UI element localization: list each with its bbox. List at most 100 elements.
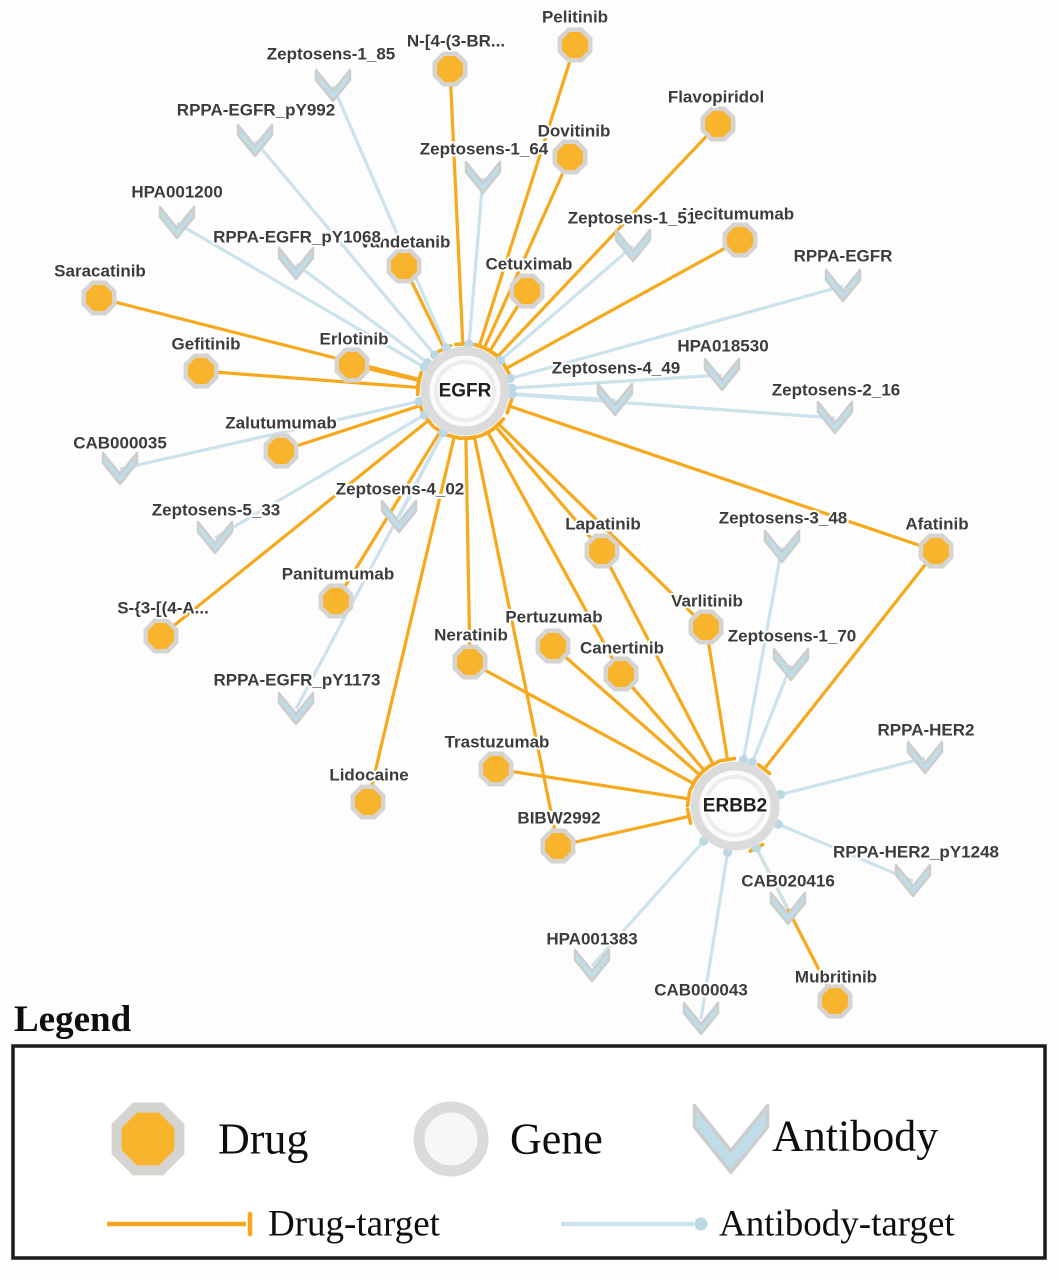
drug-node[interactable] [918, 533, 954, 569]
antibody-edge-dot-marker [464, 339, 474, 349]
legend-antibody-target-dot [694, 1217, 708, 1231]
drug-node[interactable] [817, 983, 853, 1019]
antibody-node[interactable] [682, 1001, 720, 1036]
drug-label: Zalutumumab [225, 414, 336, 433]
drug-node[interactable] [509, 273, 545, 309]
antibody-target-edge [750, 664, 793, 763]
antibody-label: HPA018530 [677, 337, 768, 356]
drug-node[interactable] [700, 106, 736, 142]
antibody-target-edge [777, 822, 914, 883]
drug-label: Trastuzumab [445, 733, 550, 752]
drug-target-edge [496, 122, 720, 358]
antibody-node[interactable] [769, 891, 807, 926]
antibody-node[interactable] [596, 382, 634, 417]
antibody-label: RPPA-EGFR_pY1068 [213, 228, 381, 247]
antibody-node[interactable] [277, 246, 315, 281]
drug-node[interactable] [81, 280, 117, 316]
drug-node[interactable] [552, 139, 588, 175]
antibody-label: Zeptosens-3_48 [719, 509, 848, 528]
drug-edge-tee-marker [482, 345, 498, 357]
antibody-label: Zeptosens-4_02 [336, 480, 465, 499]
drug-node[interactable] [334, 347, 370, 383]
drug-target-edge [477, 44, 577, 347]
drug-label: Varlitinib [671, 592, 743, 611]
drug-label: Canertinib [580, 639, 664, 658]
antibody-node[interactable] [158, 205, 196, 240]
legend-antibody-icon [692, 1103, 770, 1174]
drug-label: Dovitinib [538, 122, 611, 141]
drug-node[interactable] [452, 644, 488, 680]
antibody-label: RPPA-EGFR [794, 247, 893, 266]
drug-edge-tee-marker [756, 762, 772, 776]
drug-node[interactable] [688, 609, 724, 645]
antibody-target-edge [119, 399, 420, 471]
drug-target-edge [704, 626, 730, 760]
drug-label: Mubritinib [795, 968, 877, 987]
drug-node[interactable] [263, 433, 299, 469]
drug-node[interactable] [557, 27, 593, 63]
drug-label: Pelitinib [542, 8, 608, 27]
antibody-node[interactable] [196, 520, 234, 555]
drug-label: BIBW2992 [517, 809, 600, 828]
gene-label: EGFR [439, 381, 492, 402]
antibody-target-edge [214, 413, 426, 540]
antibody-label: CAB000043 [654, 981, 748, 1000]
drug-target-edge [200, 369, 419, 390]
drug-node[interactable] [584, 533, 620, 569]
drug-node[interactable] [386, 248, 422, 284]
drug-node[interactable] [318, 583, 354, 619]
antibody-node[interactable] [101, 451, 139, 486]
drug-node[interactable] [478, 751, 514, 787]
drug-node[interactable] [535, 628, 571, 664]
antibody-label: HPA001383 [546, 930, 637, 949]
drug-node[interactable] [350, 784, 386, 820]
drug-target-edge [366, 436, 456, 803]
antibody-node[interactable] [703, 357, 741, 392]
drug-target-edge [497, 422, 708, 629]
antibody-node[interactable] [380, 499, 418, 534]
drug-target-edge [600, 550, 715, 766]
antibody-edge-dot-marker [507, 389, 517, 400]
antibody-node[interactable] [464, 160, 502, 195]
drug-edge-tee-marker [479, 426, 496, 438]
antibody-target-edge [294, 431, 445, 710]
drug-label: Lidocaine [329, 766, 408, 785]
antibody-node[interactable] [772, 647, 810, 682]
antibody-node[interactable] [314, 68, 352, 103]
antibody-node[interactable] [614, 228, 652, 263]
drug-target-edge [494, 425, 604, 553]
drug-target-edge [619, 672, 706, 772]
antibody-node[interactable] [816, 400, 854, 435]
antibody-node[interactable] [573, 948, 611, 983]
antibody-node[interactable] [236, 123, 274, 158]
drug-target-edge [486, 431, 623, 675]
drug-label: Saracatinib [54, 262, 146, 281]
drug-node[interactable] [722, 222, 758, 258]
drug-node[interactable] [540, 828, 576, 864]
legend-antibody-target-label: Antibody-target [719, 1204, 955, 1245]
drug-target-edge [762, 550, 938, 771]
drug-target-edge [280, 404, 421, 453]
antibody-node[interactable] [763, 529, 801, 564]
legend-gene-label: Gene [510, 1115, 603, 1164]
antibody-node[interactable] [277, 691, 315, 726]
drug-node[interactable] [432, 51, 468, 87]
antibody-target-edge [511, 392, 836, 420]
antibody-node[interactable] [824, 268, 862, 303]
antibody-label: RPPA-EGFR_pY992 [177, 101, 335, 120]
drug-node[interactable] [143, 618, 179, 654]
antibody-target-edge [741, 546, 784, 761]
drug-label: Vandetanib [360, 233, 451, 252]
antibody-label: HPA001200 [131, 183, 222, 202]
drug-edge-tee-marker [415, 371, 423, 390]
antibody-target-edge [331, 85, 448, 349]
drug-node[interactable] [183, 353, 219, 389]
drug-edge-tee-marker [685, 790, 692, 808]
antibody-node[interactable] [894, 863, 932, 898]
antibody-label: Zeptosens-1_70 [728, 627, 857, 646]
drug-label: S-{3-[(4-A... [117, 599, 209, 618]
drug-node[interactable] [603, 656, 639, 692]
antibody-node[interactable] [906, 740, 944, 775]
drug-label: Necitumumab [682, 205, 794, 224]
